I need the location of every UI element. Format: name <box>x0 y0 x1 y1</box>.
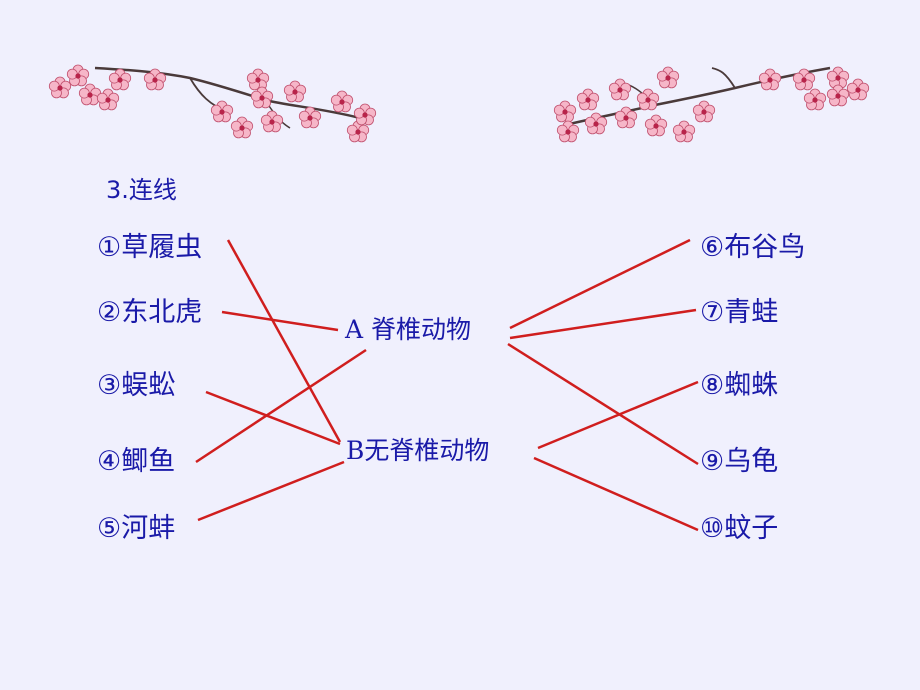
left-item-2: ②东北虎 <box>97 297 203 328</box>
category-vertebrate: A 脊椎动物 <box>345 315 472 344</box>
right-item-9: ⑨乌龟 <box>700 446 779 477</box>
left-item-4: ④鲫鱼 <box>97 446 176 477</box>
left-item-3: ③蜈蚣 <box>97 370 176 401</box>
line-qing-wa <box>509 308 697 340</box>
line-wen-zi <box>533 456 699 532</box>
line-bu-gu-niao <box>509 238 691 330</box>
right-item-10: ⑩蚊子 <box>700 513 779 544</box>
left-item-5: ⑤河蚌 <box>97 513 176 544</box>
line-he-bang <box>197 460 345 522</box>
line-dong-bei-hu <box>221 310 339 332</box>
left-item-1: ①草履虫 <box>97 232 203 263</box>
right-item-6: ⑥布谷鸟 <box>700 232 806 263</box>
question-title: 3.连线 <box>106 176 177 204</box>
right-item-7: ⑦青蛙 <box>700 297 779 328</box>
line-ji-yu <box>195 348 367 464</box>
plum-blossom-decoration <box>48 64 870 143</box>
line-wu-gong <box>205 390 341 446</box>
line-wu-gui <box>507 342 699 466</box>
category-invertebrate: B无脊椎动物 <box>346 436 490 465</box>
line-cao-lv-chong <box>226 239 342 443</box>
line-zhi-zhu <box>537 380 699 450</box>
right-item-8: ⑧蜘蛛 <box>700 370 779 401</box>
